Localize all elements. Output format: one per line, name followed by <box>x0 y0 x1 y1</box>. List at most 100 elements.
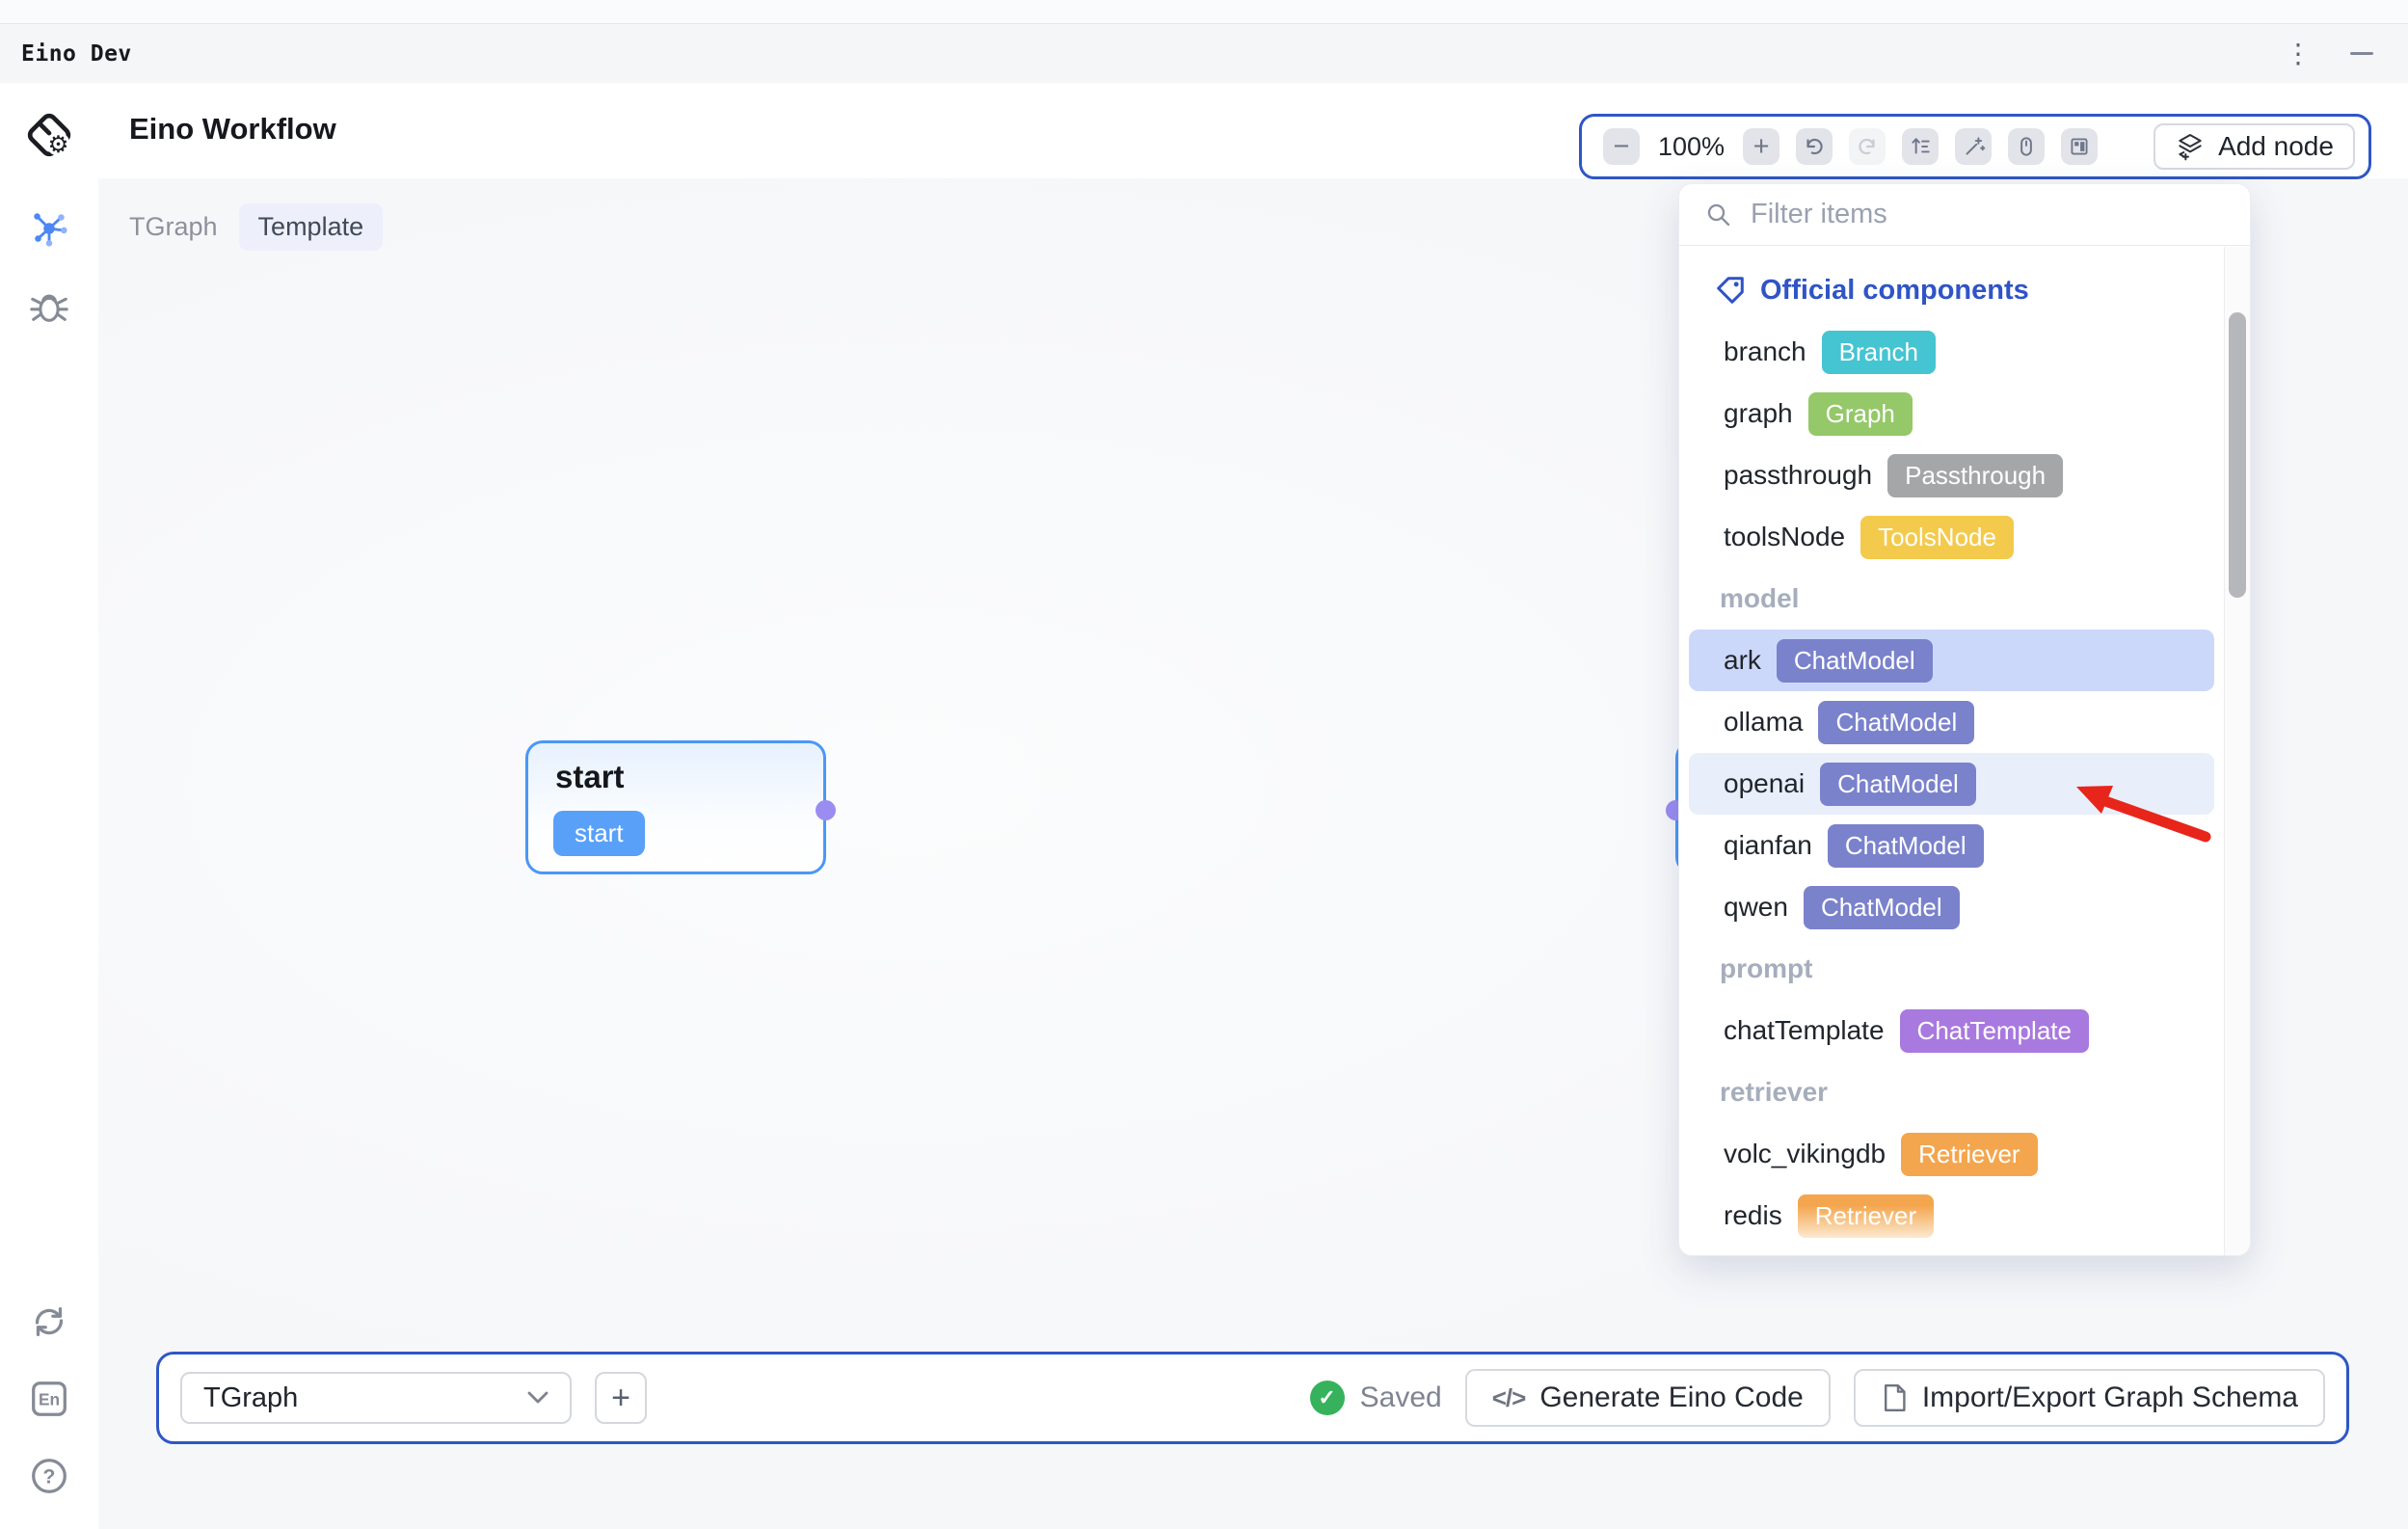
component-item-graph[interactable]: graph Graph <box>1689 383 2214 444</box>
check-icon: ✓ <box>1309 1381 1345 1415</box>
canvas-toolbar: − 100% + <box>1579 114 2371 179</box>
zoom-level: 100% <box>1658 131 1726 161</box>
components-header-label: Official components <box>1760 274 2029 306</box>
component-type-badge: ToolsNode <box>1860 515 2014 559</box>
sidebar-item-debug[interactable] <box>0 283 98 328</box>
magic-wand-icon <box>1966 137 1986 155</box>
tab-template[interactable]: Template <box>238 203 384 251</box>
window-menu-icon[interactable]: ⋮ <box>2285 38 2312 68</box>
graph-tabs: TGraph Template <box>129 203 384 251</box>
panel-scrollbar[interactable] <box>2224 247 2250 1255</box>
code-icon: </> <box>1491 1382 1527 1412</box>
add-node-button[interactable]: Add node <box>2154 123 2355 170</box>
component-item-qwen[interactable]: qwen ChatModel <box>1689 876 2214 938</box>
component-item-ark[interactable]: ark ChatModel <box>1689 630 2214 691</box>
zoom-out-button[interactable]: − <box>1603 128 1640 165</box>
sidebar-item-workflow[interactable] <box>0 206 98 251</box>
debug-bug-icon <box>30 294 68 322</box>
save-status-label: Saved <box>1359 1381 1442 1413</box>
undo-button[interactable] <box>1796 128 1833 165</box>
tag-icon <box>1717 277 1744 304</box>
component-item-label: ark <box>1724 645 1761 675</box>
layers-plus-icon <box>2179 134 2202 161</box>
graph-select[interactable]: TGraph <box>180 1372 572 1424</box>
component-item-redis[interactable]: redis Retriever <box>1689 1185 2214 1247</box>
search-icon <box>1707 203 1730 226</box>
app-frame: ⚙ <box>0 83 2408 1529</box>
output-port[interactable] <box>816 800 836 820</box>
component-item-label: redis <box>1724 1200 1782 1230</box>
component-type-badge: ChatTemplate <box>1899 1008 2089 1053</box>
node-start[interactable]: start start <box>525 740 836 874</box>
window-actions: ⋮ <box>2285 40 2387 67</box>
component-type-badge: ChatModel <box>1776 638 1933 683</box>
refresh-icon <box>35 1306 64 1337</box>
chevron-down-icon <box>527 1391 548 1404</box>
page-title: Eino Workflow <box>129 112 336 146</box>
panel-scrollbar-thumb[interactable] <box>2229 312 2246 598</box>
import-export-button[interactable]: Import/Export Graph Schema <box>1853 1369 2325 1427</box>
sidebar: ⚙ <box>0 83 98 1529</box>
add-graph-button[interactable]: + <box>595 1372 647 1424</box>
language-en-icon: En <box>32 1381 67 1416</box>
component-type-badge: ChatModel <box>1820 762 1976 806</box>
magic-wand-button[interactable] <box>1955 128 1993 165</box>
svg-text:?: ? <box>43 1466 56 1489</box>
component-type-badge: Graph <box>1807 391 1913 436</box>
redo-icon <box>1859 138 1875 155</box>
mouse-icon <box>2020 137 2032 156</box>
window-titlebar: Eino Dev ⋮ <box>0 23 2408 83</box>
component-type-badge: ChatModel <box>1818 700 1975 744</box>
svg-text:En: En <box>39 1390 60 1409</box>
components-header: Official components <box>1679 259 2224 321</box>
auto-layout-icon <box>1912 138 1930 154</box>
workflow-graph-icon <box>34 213 67 247</box>
sidebar-item-refresh[interactable] <box>0 1300 98 1344</box>
filter-input[interactable] <box>1751 199 2225 230</box>
zoom-in-button[interactable]: + <box>1743 128 1780 165</box>
sidebar-item-help[interactable]: ? <box>0 1454 98 1498</box>
import-export-label: Import/Export Graph Schema <box>1921 1381 2298 1413</box>
tab-tgraph[interactable]: TGraph <box>129 212 218 241</box>
component-type-badge: Branch <box>1821 330 1937 374</box>
generate-code-button[interactable]: </> Generate Eino Code <box>1464 1369 1831 1427</box>
minimap-icon <box>2071 138 2088 155</box>
plus-icon: + <box>611 1379 630 1416</box>
window-minimize-icon[interactable] <box>2350 52 2373 55</box>
undo-icon <box>1806 138 1823 155</box>
sidebar-item-language[interactable]: En <box>0 1377 98 1421</box>
component-item-label: graph <box>1724 398 1793 428</box>
component-item-label: qwen <box>1724 892 1788 922</box>
section-label-prompt: prompt <box>1720 953 1813 983</box>
component-type-badge: ChatModel <box>1803 885 1960 929</box>
auto-layout-button[interactable] <box>1902 128 1940 165</box>
file-icon <box>1884 1384 1906 1411</box>
node-type-badge: start <box>553 811 645 856</box>
help-icon: ? <box>32 1459 67 1493</box>
add-node-label: Add node <box>2218 131 2334 161</box>
minimap-button[interactable] <box>2061 128 2099 165</box>
section-label-retriever: retriever <box>1720 1077 1829 1107</box>
component-item-label: volc_vikingdb <box>1724 1139 1886 1168</box>
mouse-mode-button[interactable] <box>2008 128 2046 165</box>
filter-row <box>1679 184 2250 246</box>
generate-code-label: Generate Eino Code <box>1539 1381 1804 1413</box>
window-top-strip <box>0 0 2408 23</box>
save-status: ✓ Saved <box>1309 1381 1442 1415</box>
component-type-badge: Passthrough <box>1887 453 2064 497</box>
component-type-badge: Retriever <box>1797 1194 1935 1238</box>
redo-button[interactable] <box>1849 128 1886 165</box>
cursor-arrow-annotation <box>2076 786 2211 843</box>
component-type-badge: ChatModel <box>1827 823 1984 868</box>
